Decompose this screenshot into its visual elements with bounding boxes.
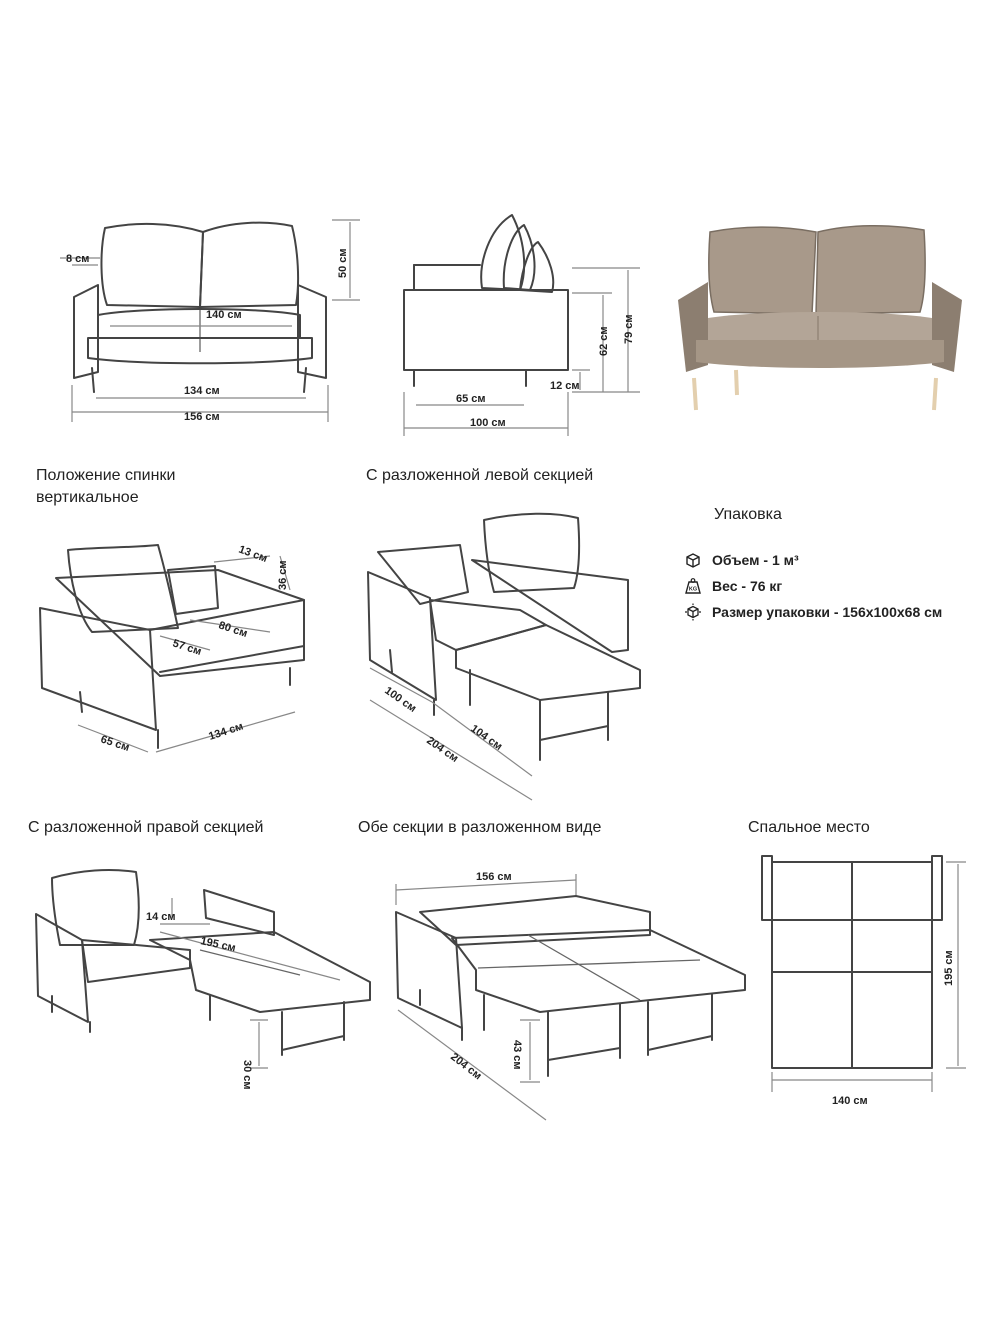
packaging-title: Упаковка bbox=[714, 506, 782, 523]
title-right-unfolded: С разложенной правой секцией bbox=[28, 819, 264, 836]
side-seat-depth-label: 65 см bbox=[456, 393, 486, 405]
box-volume-icon bbox=[684, 551, 704, 569]
sleeping-place-drawing bbox=[761, 855, 966, 1092]
title-both-unfolded: Обе секции в разложенном виде bbox=[358, 819, 602, 836]
package-size-icon bbox=[684, 603, 704, 621]
title-sleeping-place: Спальное место bbox=[748, 819, 870, 836]
side-leg-height-label: 12 см bbox=[550, 380, 580, 392]
front-view-drawing bbox=[60, 219, 360, 422]
iso-depth-label: 65 см bbox=[99, 733, 131, 754]
side-arm-height-label: 62 см bbox=[598, 326, 610, 356]
side-total-height-label: 79 см bbox=[623, 314, 635, 344]
both-width-label: 156 см bbox=[476, 871, 512, 883]
packaging-size-row: Размер упаковки - 156х100х68 см bbox=[684, 603, 942, 621]
packaging-volume-row: Объем - 1 м³ bbox=[684, 551, 799, 569]
iso-arm-height-label: 36 см bbox=[277, 560, 289, 590]
iso-seat-depth-left-label: 57 см bbox=[171, 637, 203, 658]
both-total-label: 204 см bbox=[448, 1051, 483, 1082]
sleeping-width-label: 140 см bbox=[832, 1095, 868, 1107]
sofa-product-photo bbox=[678, 224, 962, 411]
side-view-drawing bbox=[403, 214, 640, 436]
packaging-weight: Вес - 76 кг bbox=[712, 578, 783, 594]
iso-width-label: 134 см bbox=[207, 720, 245, 742]
left-section-unfolded-drawing bbox=[367, 512, 641, 801]
front-armrest-label: 8 см bbox=[66, 253, 89, 265]
front-total-width-label: 156 см bbox=[184, 411, 220, 423]
iso-seat-depth-right-label: 80 см bbox=[217, 619, 249, 640]
right-height-label: 30 см bbox=[241, 1060, 253, 1090]
side-total-depth-label: 100 см bbox=[470, 417, 506, 429]
iso-back-vertical-drawing bbox=[39, 544, 305, 753]
front-seat-width-label: 140 см bbox=[206, 309, 242, 321]
left-total-label: 204 см bbox=[424, 735, 460, 765]
weight-kg-icon: KG bbox=[684, 577, 704, 595]
left-ext-label: 104 см bbox=[468, 723, 504, 753]
right-section-unfolded-drawing bbox=[35, 869, 371, 1069]
packaging-weight-row: KG Вес - 76 кг bbox=[684, 577, 782, 595]
packaging-volume: Объем - 1 м³ bbox=[712, 552, 799, 568]
both-height-label: 43 см bbox=[511, 1040, 523, 1070]
right-gap-label: 14 см bbox=[146, 911, 176, 923]
both-sections-unfolded-drawing bbox=[395, 874, 746, 1121]
iso-arm-width-label: 13 см bbox=[237, 544, 269, 565]
front-legs-span-label: 134 см bbox=[184, 385, 220, 397]
title-back-vertical-line1: Положение спинки bbox=[36, 467, 176, 484]
front-back-height-label: 50 см bbox=[337, 248, 349, 278]
sleeping-length-label: 195 см bbox=[943, 950, 955, 986]
svg-text:KG: KG bbox=[689, 587, 697, 593]
packaging-size: Размер упаковки - 156х100х68 см bbox=[712, 604, 943, 620]
title-back-vertical-line2: вертикальное bbox=[36, 489, 139, 506]
title-left-unfolded: С разложенной левой секцией bbox=[366, 467, 594, 484]
